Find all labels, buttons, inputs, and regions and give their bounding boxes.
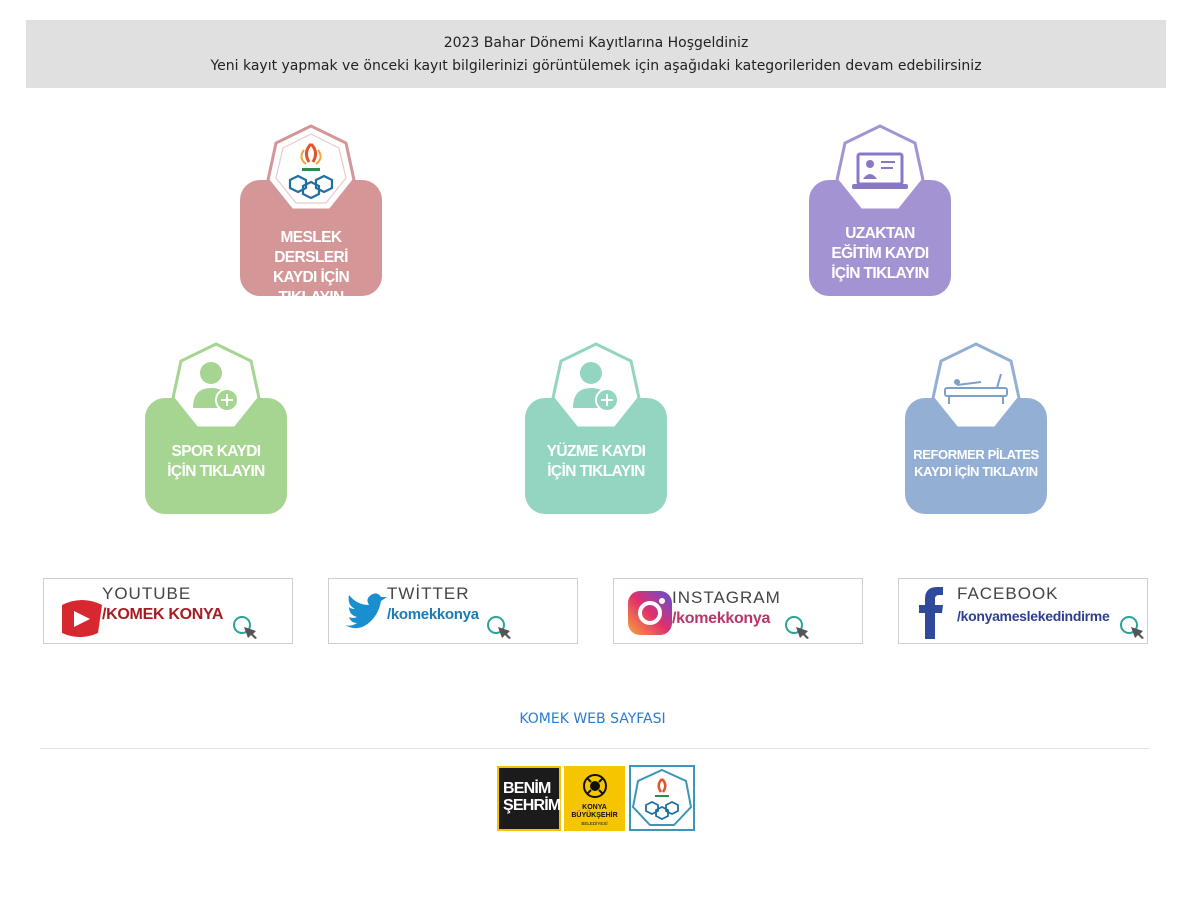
meslek-dersleri-card[interactable]: MESLEK DERSLERİ KAYDI İÇİN TIKLAYIN (240, 124, 382, 306)
kbb-line2: BÜYÜKŞEHİR (571, 812, 618, 819)
yuzme-card-label: YÜZME KAYDI İÇİN TIKLAYIN (546, 443, 646, 480)
twitter-title: TWİTTER (387, 584, 470, 603)
spor-kaydi-card[interactable]: SPOR KAYDI İÇİN TIKLAYIN (145, 342, 287, 514)
twitter-bird-icon (345, 593, 387, 629)
footer-divider (40, 748, 1150, 749)
click-icon (233, 616, 257, 639)
youtube-handle: /KOMEK KONYA (102, 606, 224, 623)
welcome-banner: 2023 Bahar Dönemi Kayıtlarına Hoşgeldini… (26, 20, 1166, 88)
youtube-title: YOUTUBE (102, 584, 192, 603)
uzaktan-egitim-card[interactable]: UZAKTAN EĞİTİM KAYDI İÇİN TIKLAYIN (809, 124, 951, 296)
click-icon (487, 616, 511, 639)
user-add-icon (551, 342, 641, 430)
komek-logo-icon (266, 124, 356, 212)
instagram-icon (628, 591, 672, 635)
presentation-icon (835, 124, 925, 212)
konya-buyuksehir-logo: KONYA BÜYÜKŞEHİR BELEDİYESİ (564, 766, 625, 831)
facebook-handle: /konyameslekedindirme (957, 608, 1110, 624)
instagram-handle: /komekkonya (672, 610, 771, 627)
spor-card-label: SPOR KAYDI İÇİN TIKLAYIN (167, 443, 265, 480)
reformer-icon (931, 342, 1021, 430)
click-icon (1120, 616, 1144, 639)
kbb-line1: KONYA (582, 804, 607, 811)
komek-logo-icon (631, 768, 693, 826)
click-icon (785, 616, 809, 639)
user-add-icon (171, 342, 261, 430)
youtube-link[interactable]: YOUTUBE /KOMEK KONYA (43, 578, 293, 644)
meslek-card-label: MESLEK DERSLERİ KAYDI İÇİN TIKLAYIN (272, 229, 350, 306)
uzaktan-card-label: UZAKTAN EĞİTİM KAYDI İÇİN TIKLAYIN (831, 225, 929, 282)
welcome-title: 2023 Bahar Dönemi Kayıtlarına Hoşgeldini… (443, 35, 749, 51)
reformer-pilates-card[interactable]: REFORMER PİLATES KAYDI İÇİN TIKLAYIN (905, 342, 1047, 514)
instagram-link[interactable]: INSTAGRAM /komekkonya (613, 578, 863, 644)
twitter-handle: /komekkonya (387, 606, 479, 623)
facebook-title: FACEBOOK (957, 584, 1059, 603)
instagram-title: INSTAGRAM (672, 588, 781, 607)
yuzme-kaydi-card[interactable]: YÜZME KAYDI İÇİN TIKLAYIN (525, 342, 667, 514)
twitter-link[interactable]: TWİTTER /komekkonya (328, 578, 578, 644)
benim-sehrim-logo: BENİM ŞEHRİM (497, 766, 561, 831)
youtube-icon (62, 600, 102, 637)
welcome-subtitle: Yeni kayıt yapmak ve önceki kayıt bilgil… (210, 58, 982, 74)
facebook-icon (919, 587, 943, 639)
kbb-line3: BELEDİYESİ (581, 821, 608, 826)
lion-emblem-icon (583, 774, 607, 798)
pilates-card-label: REFORMER PİLATES KAYDI İÇİN TIKLAYIN (913, 447, 1039, 479)
komek-web-link[interactable]: KOMEK WEB SAYFASI (519, 711, 666, 727)
facebook-link[interactable]: FACEBOOK /konyameslekedindirme (898, 578, 1148, 644)
komek-footer-logo (629, 765, 695, 831)
